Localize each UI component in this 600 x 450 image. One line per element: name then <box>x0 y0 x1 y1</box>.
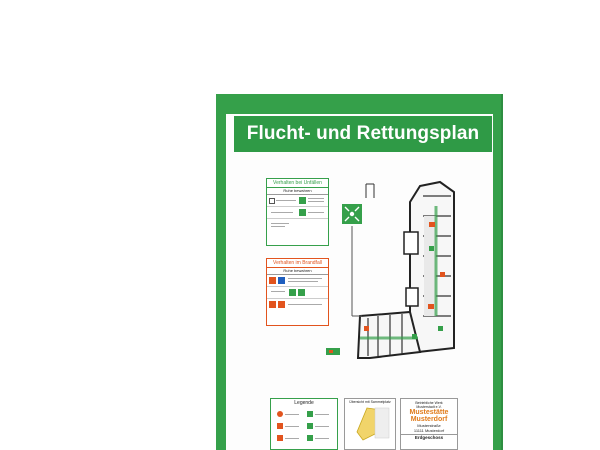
text-line <box>308 212 324 213</box>
fire-row <box>267 287 328 299</box>
address-city: 11111 Musterdorf <box>413 428 445 433</box>
extinguisher-icon <box>277 411 283 417</box>
first-aid-icon <box>307 423 313 429</box>
text-line <box>285 438 299 439</box>
assembly-icon <box>307 435 313 441</box>
plan-title-bar: Flucht- und Rettungsplan <box>234 116 492 152</box>
text-line <box>315 426 329 427</box>
fire-alarm-icon <box>269 277 276 284</box>
alarm-icon <box>277 435 283 441</box>
call-icon <box>278 277 285 284</box>
accident-subheading: Ruhe bewahren <box>267 188 328 195</box>
exit-icon <box>289 289 296 296</box>
text-line <box>315 438 329 439</box>
first-aid-icon <box>299 209 306 216</box>
fire-hose-icon <box>278 301 285 308</box>
fire-instructions-box: Verhalten im Brandfall Ruhe bewahren <box>266 258 329 326</box>
address-street: Musterstraße <box>417 423 441 428</box>
extinguisher-icon <box>269 301 276 308</box>
company-line: Musterstadt e.V. <box>416 405 442 409</box>
text-line <box>271 212 293 213</box>
hydrant-icon <box>277 423 283 429</box>
first-aid-icon <box>299 197 306 204</box>
text-line <box>308 201 324 202</box>
text-line <box>288 304 322 305</box>
accident-row <box>267 207 328 219</box>
text-line <box>276 200 296 201</box>
text-line <box>285 426 299 427</box>
text-line <box>271 291 285 292</box>
text-line <box>271 223 289 224</box>
text-line <box>288 278 322 279</box>
text-line <box>271 226 285 227</box>
legend-title: Legende <box>294 400 314 406</box>
text-line <box>285 414 299 415</box>
overview-map <box>356 407 390 441</box>
exit-icon <box>307 411 313 417</box>
exit-icon <box>298 289 305 296</box>
overview-title: Übersicht mit Sammelplatz <box>349 400 391 404</box>
fire-row <box>267 299 328 310</box>
floor-label: Erdgeschoss <box>401 434 457 440</box>
accident-instructions-box: Verhalten bei Unfällen Ruhe bewahren <box>266 178 329 246</box>
accident-row <box>267 195 328 207</box>
text-line <box>288 281 318 282</box>
floor-plan <box>326 180 455 359</box>
company-line: Betriebliche Werk <box>415 401 443 405</box>
fire-heading: Verhalten im Brandfall <box>267 259 328 268</box>
accident-row <box>267 219 328 230</box>
accident-heading: Verhalten bei Unfällen <box>267 179 328 188</box>
plan-title: Flucht- und Rettungsplan <box>246 123 480 144</box>
fire-subheading: Ruhe bewahren <box>267 268 328 275</box>
fire-row <box>267 275 328 287</box>
legend-box: Legende <box>270 398 338 450</box>
site-name: Mustestätte <box>409 409 449 416</box>
phone-icon <box>269 198 275 204</box>
info-box: Betriebliche Werk Musterstadt e.V. Muste… <box>400 398 458 450</box>
text-line <box>308 198 324 199</box>
site-city: Musterdorf <box>410 416 448 423</box>
overview-box: Übersicht mit Sammelplatz <box>344 398 396 450</box>
text-line <box>315 414 329 415</box>
